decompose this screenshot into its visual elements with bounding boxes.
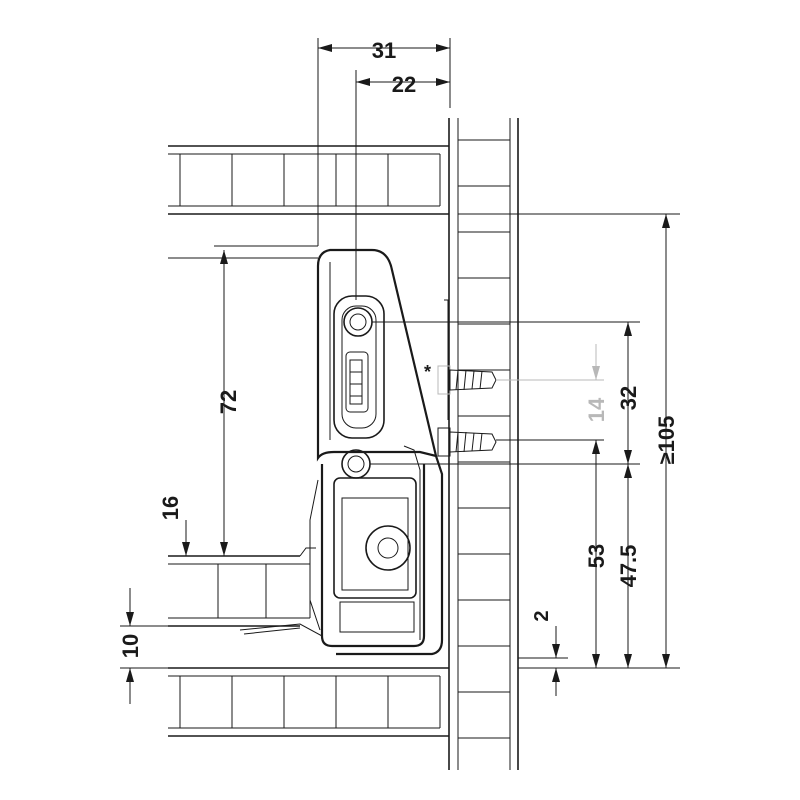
dim-label-32: 32 bbox=[616, 386, 641, 410]
dimension-31: 31 bbox=[317, 38, 451, 246]
dim-label-16: 16 bbox=[158, 496, 183, 520]
dimension-14: 14 bbox=[496, 344, 609, 422]
dim-label-53: 53 bbox=[584, 544, 609, 568]
dimension-16: 16 bbox=[158, 496, 190, 556]
runner-mechanism bbox=[239, 248, 449, 656]
dimension-53: 53 bbox=[496, 439, 609, 668]
drawer-bottom-board bbox=[168, 547, 316, 627]
dimension-32: 32 bbox=[372, 321, 641, 464]
dimension-105: ≥105 bbox=[458, 213, 680, 669]
dim-label-14: 14 bbox=[584, 397, 609, 422]
dim-label-10: 10 bbox=[118, 634, 143, 658]
lower-board bbox=[168, 667, 449, 737]
dimension-72: 72 bbox=[168, 245, 318, 556]
dimension-22: 22 bbox=[355, 70, 450, 300]
dim-label-47-5: 47.5 bbox=[616, 545, 641, 588]
dim-label-31: 31 bbox=[372, 38, 396, 63]
dim-label-2: 2 bbox=[531, 610, 553, 621]
upper-board bbox=[168, 145, 449, 215]
fixing-screw-upper bbox=[437, 365, 497, 395]
dimension-2: 2 bbox=[518, 610, 568, 696]
dim-label-72: 72 bbox=[216, 390, 241, 414]
dimension-10: 10 bbox=[118, 588, 168, 704]
dim-label-105: ≥105 bbox=[654, 416, 679, 465]
dim-label-22: 22 bbox=[392, 72, 416, 97]
optional-screw-asterisk: * bbox=[424, 362, 431, 382]
fixing-screw-lower bbox=[437, 427, 497, 457]
dimension-47-5: 47.5 bbox=[370, 463, 641, 668]
cabinet-side-panel bbox=[448, 118, 519, 770]
